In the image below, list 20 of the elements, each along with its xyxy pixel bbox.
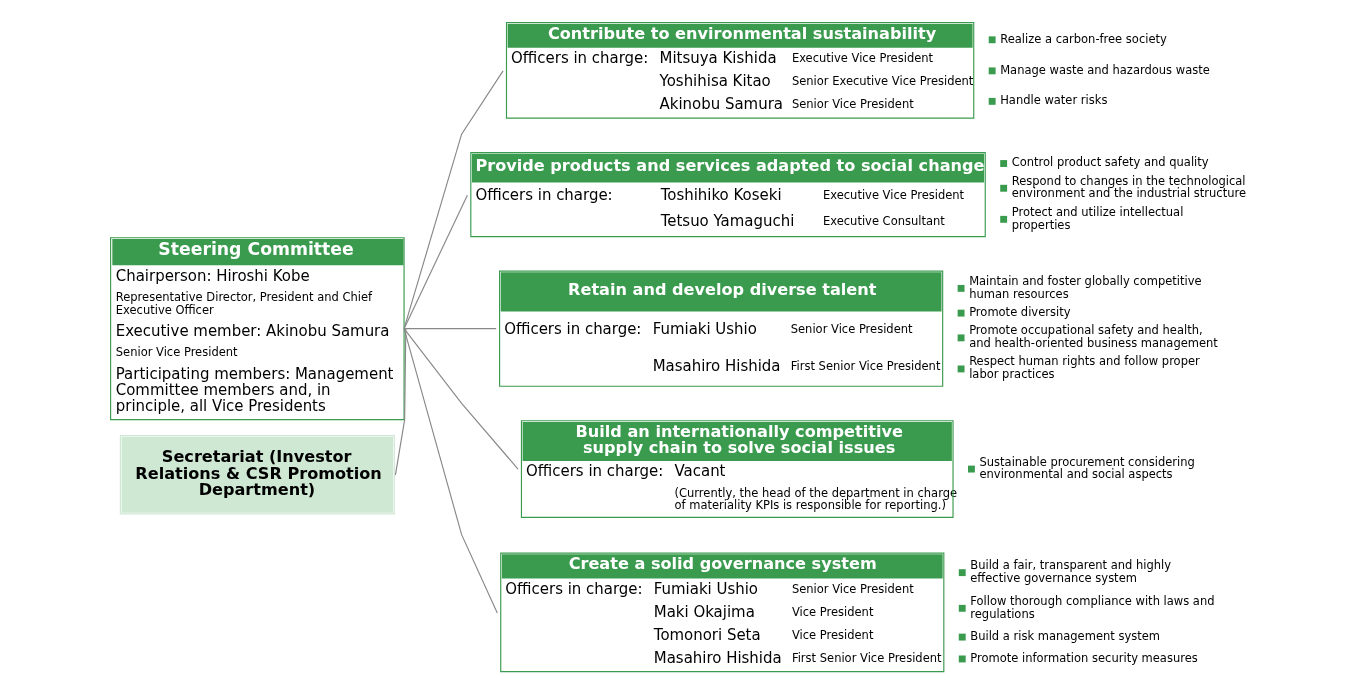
node-label: Promote diversity bbox=[969, 305, 1071, 319]
node-label: Follow thorough compliance with laws and regulations bbox=[970, 593, 1215, 621]
connector bbox=[403, 328, 498, 614]
node-label: Realize a carbon-free society bbox=[1000, 31, 1167, 46]
node-label: Build a risk management system bbox=[970, 628, 1161, 643]
node-label: Promote information security measures bbox=[970, 650, 1198, 665]
connector bbox=[403, 328, 497, 330]
node-label: Promote occupational safety and health, and health-oriented business management bbox=[969, 323, 1218, 351]
connector bbox=[403, 70, 504, 330]
node-label: Manage waste and hazardous waste bbox=[1000, 62, 1210, 77]
node-label: Maintain and foster globally competitive human resources bbox=[969, 273, 1202, 301]
connector bbox=[403, 328, 519, 470]
node-label: Respect human rights and follow proper labor practices bbox=[969, 354, 1200, 382]
node-label: Sustainable procurement considering environmental and social aspects bbox=[979, 454, 1195, 482]
node-label: Respond to changes in the technological environment and the industrial structure bbox=[1011, 173, 1247, 201]
node-label: Handle water risks bbox=[1000, 93, 1108, 108]
node-label: Protect and utilize intellectual properties bbox=[1011, 204, 1184, 232]
node-label: Build a fair, transparent and highly effective governance system bbox=[970, 558, 1172, 585]
node-label: Control product safety and quality bbox=[1011, 155, 1209, 170]
connector bbox=[403, 194, 468, 330]
